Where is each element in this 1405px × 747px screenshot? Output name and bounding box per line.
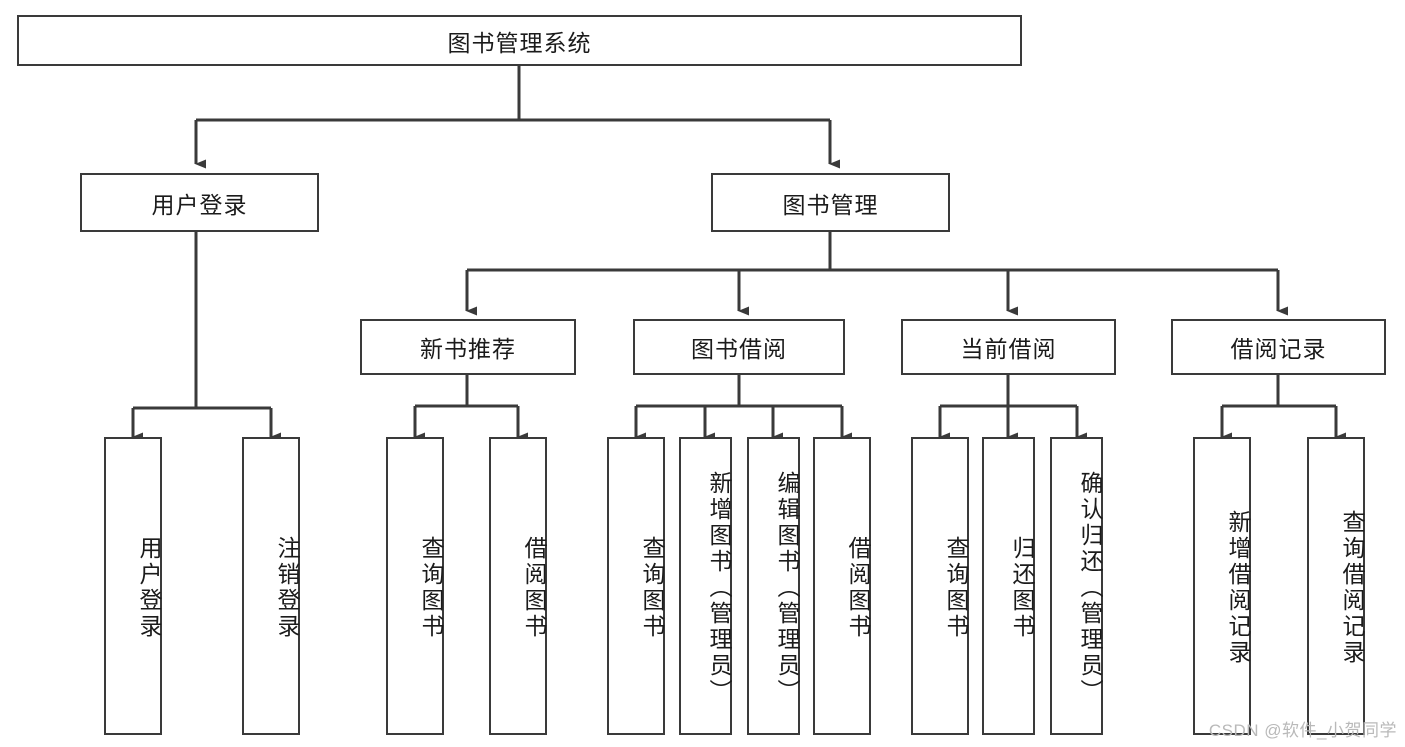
leaf-user-login[interactable]: 用户登录 <box>104 437 162 735</box>
watermark: CSDN @软件_小贺同学 <box>1208 721 1397 740</box>
leaf-return-book-label: 归还图书 <box>1009 536 1035 640</box>
node-current-borrow[interactable]: 当前借阅 <box>901 319 1116 375</box>
node-current-borrow-label: 当前借阅 <box>960 336 1057 362</box>
node-borrow-record[interactable]: 借阅记录 <box>1171 319 1386 375</box>
node-book-management[interactable]: 图书管理 <box>711 173 950 232</box>
leaf-query-record[interactable]: 查询借阅记录 <box>1307 437 1365 735</box>
leaf-edit-book-label: 编辑图书（管理员） <box>774 471 800 705</box>
node-book-borrow-label: 图书借阅 <box>691 336 787 362</box>
leaf-borrow-book-2-label: 借阅图书 <box>845 536 871 640</box>
leaf-add-book[interactable]: 新增图书（管理员） <box>679 437 732 735</box>
leaf-logout-label: 注销登录 <box>274 536 300 640</box>
leaf-query-book-1-label: 查询图书 <box>418 536 444 640</box>
node-book-management-label: 图书管理 <box>782 191 879 218</box>
node-new-book-recommend[interactable]: 新书推荐 <box>360 319 576 375</box>
leaf-confirm-return[interactable]: 确认归还（管理员） <box>1050 437 1103 735</box>
leaf-query-record-label: 查询借阅记录 <box>1339 510 1365 666</box>
leaf-logout[interactable]: 注销登录 <box>242 437 300 735</box>
leaf-query-book-1[interactable]: 查询图书 <box>386 437 444 735</box>
leaf-user-login-label: 用户登录 <box>136 536 162 640</box>
leaf-borrow-book-1-label: 借阅图书 <box>521 536 547 640</box>
leaf-borrow-book-1[interactable]: 借阅图书 <box>489 437 547 735</box>
leaf-query-book-2[interactable]: 查询图书 <box>607 437 665 735</box>
leaf-query-book-3[interactable]: 查询图书 <box>911 437 969 735</box>
leaf-confirm-return-label: 确认归还（管理员） <box>1077 471 1103 705</box>
node-root[interactable]: 图书管理系统 <box>17 15 1022 66</box>
leaf-add-record[interactable]: 新增借阅记录 <box>1193 437 1251 735</box>
node-user-login-label: 用户登录 <box>151 191 248 218</box>
node-user-login[interactable]: 用户登录 <box>80 173 319 232</box>
node-root-label: 图书管理系统 <box>447 29 592 56</box>
node-new-book-recommend-label: 新书推荐 <box>420 336 516 362</box>
leaf-add-book-label: 新增图书（管理员） <box>706 471 732 705</box>
leaf-return-book[interactable]: 归还图书 <box>982 437 1035 735</box>
leaf-edit-book[interactable]: 编辑图书（管理员） <box>747 437 800 735</box>
leaf-query-book-3-label: 查询图书 <box>943 536 969 640</box>
node-borrow-record-label: 借阅记录 <box>1230 336 1327 362</box>
leaf-add-record-label: 新增借阅记录 <box>1225 510 1251 666</box>
node-book-borrow[interactable]: 图书借阅 <box>633 319 845 375</box>
leaf-borrow-book-2[interactable]: 借阅图书 <box>813 437 871 735</box>
leaf-query-book-2-label: 查询图书 <box>639 536 665 640</box>
